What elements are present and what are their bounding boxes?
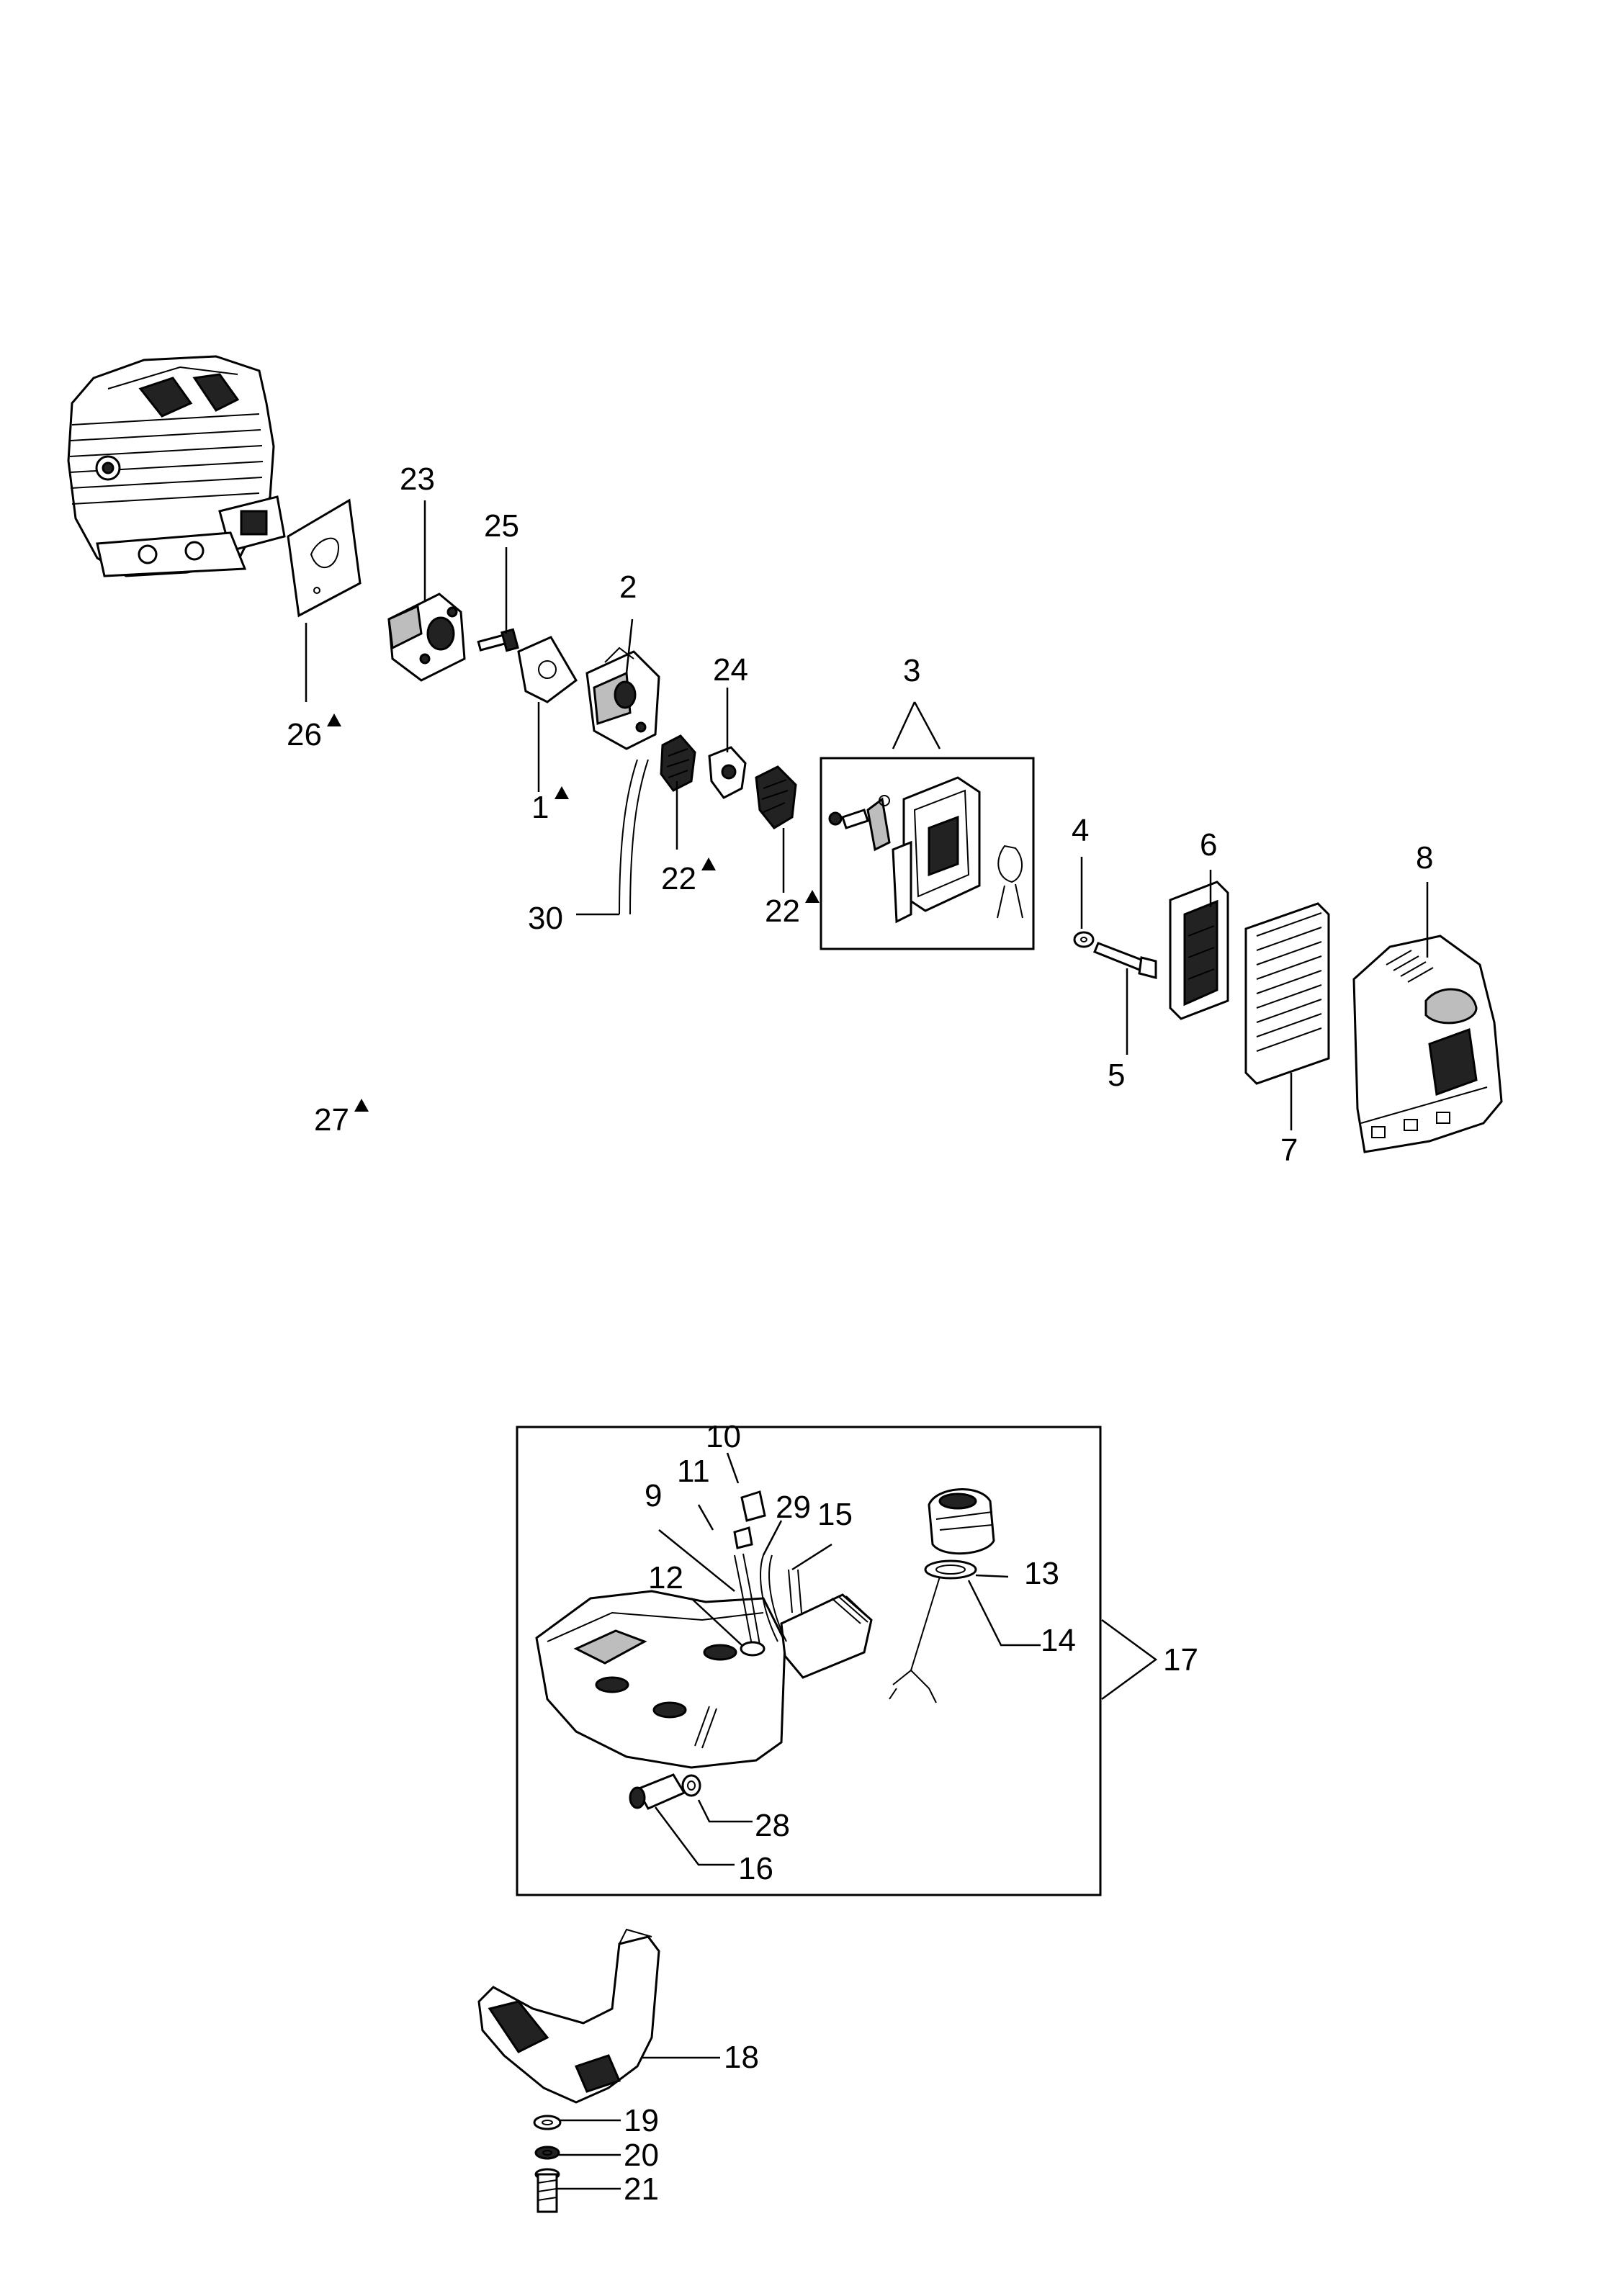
callout-c22a: 22 [661,861,696,896]
part-18-bracket [477,1928,720,2104]
part-21-bolt [534,2168,621,2213]
callout-c28: 28 [755,1808,790,1843]
part-6-filter-frame [1169,881,1229,1020]
callout-c23: 23 [400,462,435,497]
part-4-washer [1073,931,1095,948]
callout-c19: 19 [624,2103,659,2138]
callout-c14: 14 [1041,1623,1076,1658]
callout-c3: 3 [903,653,920,688]
part-8-air-filter-cover [1352,935,1503,1153]
callout-c4: 4 [1072,813,1089,848]
callout-c16: 16 [738,1851,773,1886]
callout-c27: 27 [314,1102,349,1138]
callout-c6: 6 [1200,827,1217,863]
part-30-fuel-hose [619,759,649,915]
callout-c15: 15 [817,1497,853,1532]
callout-c18: 18 [724,2040,759,2075]
callout-c26: 26 [287,717,322,752]
callout-c10: 10 [706,1419,741,1454]
callout-c9: 9 [645,1478,662,1513]
marker-triangle-c1 [555,786,569,799]
part-19-washer [533,2115,621,2130]
part-23-intake-adaptor [387,593,466,682]
part-22-filter-screen-b [755,765,797,829]
fuel-tank-assembly [516,1426,1158,1896]
part-2-carburetor [585,647,660,750]
callout-c17: 17 [1163,1642,1198,1678]
callout-c5: 5 [1108,1058,1125,1093]
callout-c29: 29 [776,1490,811,1525]
part-25-screw [477,628,519,652]
engine-cylinder [67,355,286,577]
marker-triangle-c27 [354,1099,369,1112]
marker-triangle-c22a [701,857,716,870]
marker-triangle-c22b [805,890,820,903]
callout-c24: 24 [713,652,748,688]
callout-c13: 13 [1024,1556,1059,1591]
callout-c30: 30 [528,901,563,936]
marker-triangle-c26 [327,713,341,726]
callout-c21: 21 [624,2171,659,2207]
part-7-air-filter-element [1244,902,1330,1085]
callout-c25: 25 [484,508,519,544]
part-26-gasket [287,498,362,618]
callout-c1: 1 [531,790,549,825]
part-24-spacer [708,746,747,799]
part-3-air-filter-base-kit [820,757,1035,950]
callout-c11: 11 [677,1454,710,1489]
callout-c8: 8 [1416,840,1433,875]
part-22-filter-screen-a [660,734,696,792]
part-1-gasket [517,636,578,703]
callout-c7: 7 [1280,1133,1298,1168]
callout-c12: 12 [648,1560,683,1595]
callout-c22b: 22 [765,893,800,929]
callout-c20: 20 [624,2138,659,2173]
part-20-lock-washer [534,2146,621,2160]
part-5-bolt [1093,942,1157,979]
top-leader-lines [305,500,1429,1130]
callout-c2: 2 [619,570,637,605]
